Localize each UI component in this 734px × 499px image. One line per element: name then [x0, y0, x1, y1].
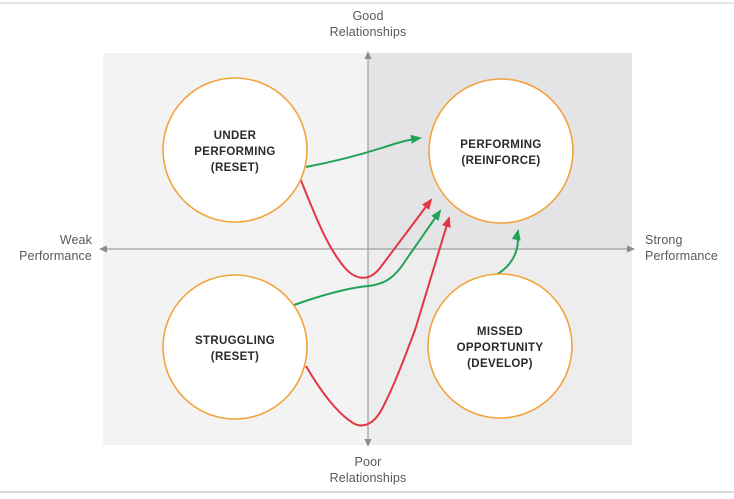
missed-opportunity-label-line1: MISSED [477, 326, 523, 338]
axis-label-poor-line1: Poor [355, 455, 382, 469]
under-performing-label-line2: PERFORMING [194, 146, 275, 158]
axis-label-weak-line2: Performance [19, 249, 92, 263]
axis-label-strong-line2: Performance [645, 249, 718, 263]
missed-opportunity-label-line2: OPPORTUNITY [457, 342, 544, 354]
axis-label-poor-line2: Relationships [330, 471, 407, 485]
performing-label-line1: PERFORMING [460, 139, 541, 151]
missed-opportunity-label-line3: (DEVELOP) [467, 358, 533, 370]
node-struggling [162, 274, 308, 420]
arrow-struggling-to-performing-green [293, 209, 442, 306]
arrow-underperforming-to-performing-red [299, 177, 433, 279]
top-divider [0, 2, 734, 4]
axis-label-good-line1: Good [352, 9, 383, 23]
axis-label-strong-line1: Strong [645, 233, 683, 247]
arrow-underperforming-to-performing-green [305, 134, 422, 168]
struggling-label-line1: STRUGGLING [195, 335, 275, 347]
arrow-missedopportunity-to-performing-green [495, 229, 521, 276]
node-under-performing [162, 77, 308, 223]
node-performing [428, 78, 574, 224]
under-performing-label-line3: (RESET) [211, 162, 259, 174]
axis-label-weak-line1: Weak [60, 233, 93, 247]
axis-label-good-line2: Relationships [330, 25, 407, 39]
performing-label-line2: (REINFORCE) [461, 155, 540, 167]
struggling-label-line2: (RESET) [211, 351, 259, 363]
arrow-struggling-to-performing-red [305, 216, 451, 427]
under-performing-label-line1: UNDER [214, 130, 257, 142]
bottom-divider [0, 491, 734, 493]
node-missed-opportunity [427, 273, 573, 419]
